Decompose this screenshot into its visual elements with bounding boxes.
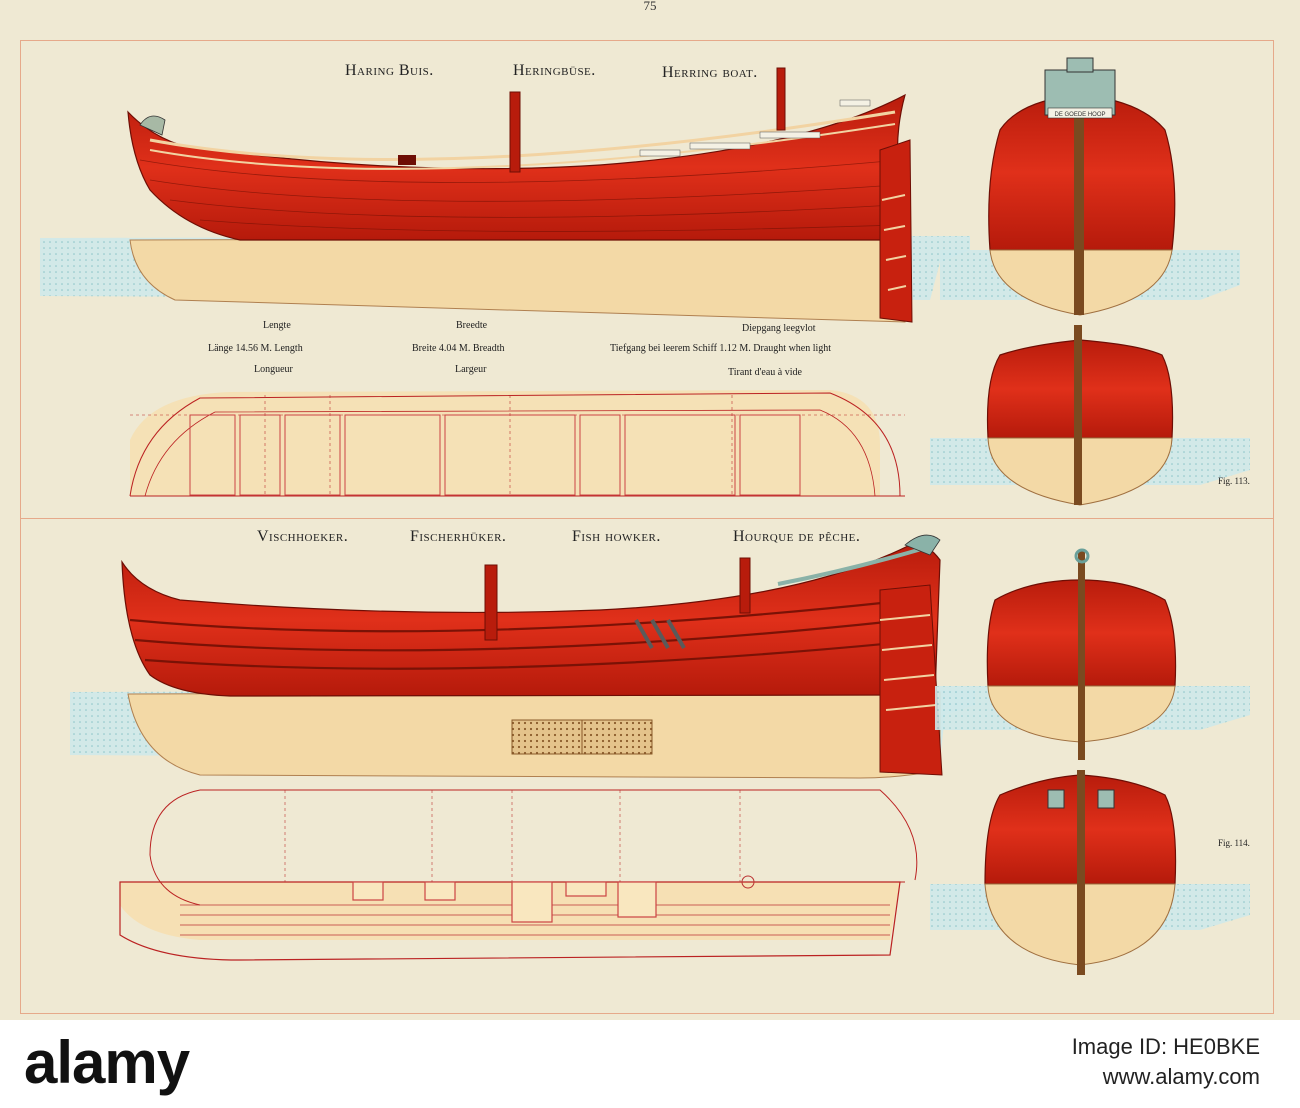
buss-stern-view: DE GOEDE HOOP [940,57,1240,316]
howker-bow-view [930,770,1250,975]
plate2-title-nl: Vischhoeker. [257,528,349,545]
breadth-fr: Largeur [455,364,487,375]
length-line: Länge 14.56 M. Length [208,343,303,354]
ship-illustrations: DE GOEDE HOOP [40,57,1250,975]
stern-name-plate: DE GOEDE HOOP [1054,112,1105,118]
howker-rudder [879,584,943,776]
plate1-title-nl: Haring Buis. [345,62,434,79]
howker-hull [121,543,941,697]
draught-nl: Diepgang leegvlot [742,323,816,334]
fig-114-label: Fig. 114. [1218,838,1250,848]
buss-hull [127,93,906,241]
howker-deck-plan [119,789,918,961]
image-id-block: Image ID: HE0BKE www.alamy.com [1072,1032,1260,1092]
draught-line: Tiefgang bei leerem Schiff 1.12 M. Draug… [610,343,832,354]
howker-mainmast-stump [484,564,498,641]
plate2-title-en: Fish howker. [572,528,661,545]
buss-planking [139,159,901,232]
length-nl: Lengte [263,320,291,331]
plate-frame [20,40,1274,1014]
howker-bowsprit [777,546,926,586]
plate-page: 75 [20,0,1274,1014]
plate-divider [20,518,1274,519]
fig-113-label: Fig. 113. [1218,476,1250,486]
breadth-line: Breite 4.04 M. Breadth [412,343,505,354]
howker-scuppers [634,619,686,649]
buss-wale [149,110,896,162]
plate1-title-de: Heringbüse. [513,62,596,79]
buss-mizzen-stump [776,67,786,131]
length-fr: Longueur [254,364,293,375]
plate1-title-en: Herring boat. [662,64,758,81]
page-number: 75 [643,0,657,13]
buss-underwater-hull [129,237,906,323]
buss-rail-details [639,99,871,157]
site-url[interactable]: www.alamy.com [1102,1064,1260,1089]
buss-mainmast-stump [509,91,521,173]
stock-footer [0,1020,1300,1108]
alamy-logo: alamy [24,1029,190,1096]
plate2-title-de: Fischerhüker. [410,528,507,545]
buss-deck-plan [129,390,905,497]
plate2-title-fr: Hourque de pêche. [733,528,861,545]
buss-rudder [879,139,913,323]
draught-fr: Tirant d'eau à vide [728,367,802,378]
howker-mizzen-stump [739,557,751,614]
buss-bow-view [930,325,1250,506]
image-id-text: Image ID: HE0BKE [1071,1034,1260,1059]
howker-stern-view [935,548,1250,760]
breadth-nl: Breedte [456,320,488,331]
